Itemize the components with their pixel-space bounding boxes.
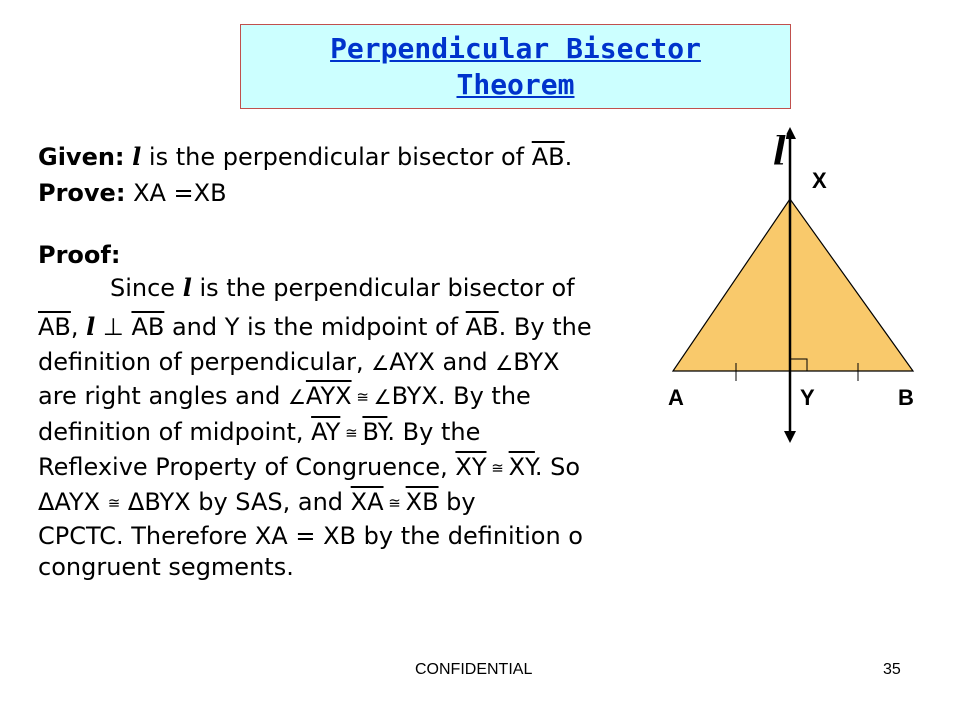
given-end: . xyxy=(564,143,573,171)
line-label-l: l xyxy=(772,128,787,175)
proof-text: Since xyxy=(110,274,183,302)
proof-text: by xyxy=(438,488,476,516)
proof-line-5: definition of midpoint, AY ≅ BY. By the xyxy=(38,415,480,450)
vertex-label-b: B xyxy=(898,385,914,410)
segment-ab: AB xyxy=(38,313,71,341)
proof-text: BYX. By the xyxy=(391,382,531,410)
angle-symbol: ∠ xyxy=(287,385,306,409)
angle-symbol: ∠ xyxy=(373,385,392,409)
segment-ab: AB xyxy=(531,143,565,171)
bottom-arrowhead xyxy=(784,431,796,443)
segment-xy: XY xyxy=(508,453,535,481)
vertex-label-x: X xyxy=(812,168,827,193)
triangle-diagram: l X A Y B xyxy=(668,127,915,443)
proof-text: . So xyxy=(534,453,581,481)
proof-text: AYX and xyxy=(389,348,496,376)
prove-text: XA =XB xyxy=(125,179,227,207)
triangle-symbol: Δ xyxy=(120,488,145,516)
congruent-symbol: ≅ xyxy=(383,494,406,512)
proof-text: , xyxy=(70,313,87,341)
top-arrowhead xyxy=(784,127,796,139)
proof-line-4: are right angles and ∠AYX ≅ ∠BYX. By the xyxy=(38,379,531,414)
segment-ab: AB xyxy=(131,313,165,341)
proof-line-7: ΔAYX ≅ ΔBYX by SAS, and XA ≅ XB by xyxy=(38,485,476,520)
proof-text: are right angles and xyxy=(38,382,288,410)
proof-text: Reflexive Property of Congruence, xyxy=(38,453,456,481)
title-line-2: Theorem xyxy=(456,67,575,101)
proof-text: BYX xyxy=(513,348,560,376)
segment-ay: AY xyxy=(311,418,341,446)
proof-line-6: Reflexive Property of Congruence, XY ≅ X… xyxy=(38,450,580,485)
angle-symbol: ∠ xyxy=(371,351,390,375)
proof-text: AYX xyxy=(54,488,108,516)
triangle-ayx-byx xyxy=(671,197,915,372)
segment-xb: XB xyxy=(405,488,439,516)
title-line-1: Perpendicular Bisector xyxy=(330,31,701,65)
proof-line-2: AB, l ⊥ AB and Y is the midpoint of AB. … xyxy=(38,310,592,344)
proof-text: definition of midpoint, xyxy=(38,418,312,446)
segment-by: BY xyxy=(362,418,388,446)
proof-line-8: CPCTC. Therefore XA = XB by the definiti… xyxy=(38,522,583,550)
proof-text: and Y is the midpoint of xyxy=(164,313,466,341)
right-angle-mark xyxy=(790,358,808,371)
proof-label: Proof: xyxy=(38,241,121,269)
given-label: Given: xyxy=(38,143,125,171)
segment-xa: XA xyxy=(350,488,384,516)
prove-line: Prove: XA =XB xyxy=(38,176,227,210)
vertex-label-y: Y xyxy=(800,385,815,410)
line-l-symbol: l xyxy=(182,273,192,302)
title-box: Perpendicular Bisector Theorem xyxy=(240,24,791,109)
proof-text: . By the xyxy=(498,313,592,341)
prove-label: Prove: xyxy=(38,179,126,207)
congruent-symbol: ≅ xyxy=(107,494,121,512)
proof-line-1: Since l is the perpendicular bisector of xyxy=(110,271,575,305)
given-text: is the perpendicular bisector of xyxy=(141,143,525,171)
congruent-symbol: ≅ xyxy=(351,388,374,406)
footer-confidential: CONFIDENTIAL xyxy=(415,661,533,678)
proof-line-3: definition of perpendicular, ∠AYX and ∠B… xyxy=(38,345,559,380)
proof-text: definition of perpendicular, xyxy=(38,348,372,376)
angle-symbol: ∠ xyxy=(495,351,514,375)
segment-ab: AB xyxy=(465,313,499,341)
given-line: Given: l is the perpendicular bisector o… xyxy=(38,140,572,174)
congruent-symbol: ≅ xyxy=(486,459,509,477)
congruent-symbol: ≅ xyxy=(340,424,363,442)
proof-text: BYX by SAS, and xyxy=(144,488,351,516)
triangle-symbol: Δ xyxy=(38,488,55,516)
proof-line-9: congruent segments. xyxy=(38,553,294,581)
line-l-symbol: l xyxy=(132,142,142,171)
proof-text: . By the xyxy=(387,418,481,446)
slide-title: Perpendicular Bisector Theorem xyxy=(330,31,701,103)
angle-ayx: AYX xyxy=(305,382,352,410)
page-number: 35 xyxy=(883,661,901,678)
line-l-symbol: l xyxy=(86,312,96,341)
perpendicular-symbol: ⊥ xyxy=(95,313,132,341)
proof-text: is the perpendicular bisector of xyxy=(191,274,575,302)
vertex-label-a: A xyxy=(668,385,684,410)
segment-xy: XY xyxy=(455,453,487,481)
